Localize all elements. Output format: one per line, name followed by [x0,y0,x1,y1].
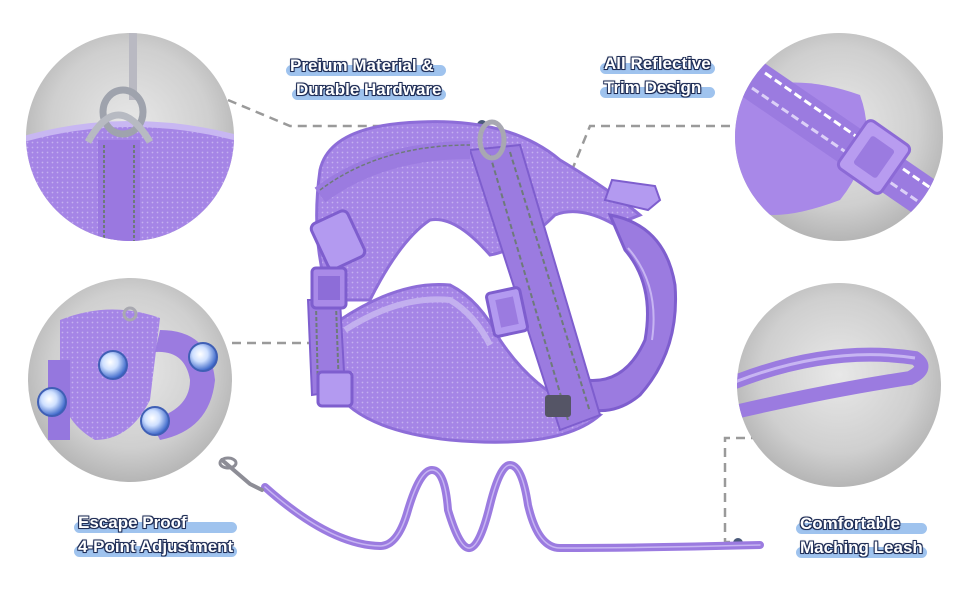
feature-label-leash-line2: Maching Leash [796,536,927,560]
feature-label-escape: Escape Proof 4-Point Adjustment [74,511,238,559]
feature-label-leash: Comfortable Maching Leash [796,512,927,560]
adjust-point-icon [37,387,67,417]
feature-label-material-line2: Durable Hardware [292,78,446,102]
feature-label-reflective-line1: All Reflective [600,52,715,76]
detail-circle-reflective [735,33,943,241]
feature-label-leash-line1: Comfortable [796,512,927,536]
connector-reflective [568,124,745,176]
adjust-point-icon [188,342,218,372]
feature-label-escape-line2: 4-Point Adjustment [74,535,238,559]
detail-circle-hardware [26,33,234,241]
detail-circle-adjustment [28,278,232,482]
feature-label-material-line1: Preium Material & [286,54,446,78]
leash [218,456,764,552]
detail-circle-leash [737,283,941,487]
connector-material [227,98,480,128]
connector-leash [723,436,760,544]
feature-label-reflective-line2: Trim Design [600,76,715,100]
adjust-point-icon [98,350,128,380]
feature-label-escape-line1: Escape Proof [74,511,238,535]
main-harness [306,119,678,444]
feature-label-material: Preium Material & Durable Hardware [286,54,446,102]
connector-lines [227,98,760,544]
adjust-point-icon [140,406,170,436]
feature-label-reflective: All Reflective Trim Design [600,52,715,100]
